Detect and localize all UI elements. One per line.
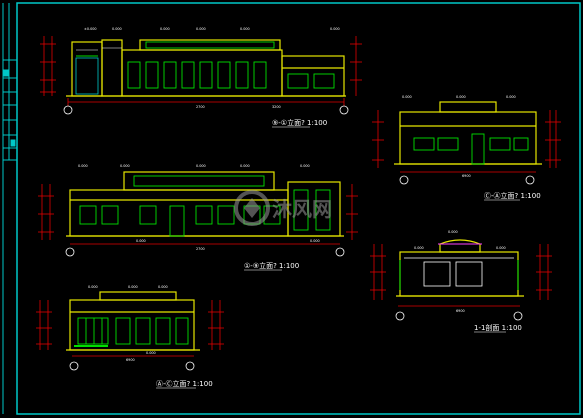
svg-text:0.000: 0.000 (240, 164, 250, 168)
svg-text:0.000: 0.000 (506, 95, 516, 99)
svg-text:6900: 6900 (462, 174, 471, 178)
svg-text:3200: 3200 (272, 105, 281, 109)
svg-text:0.000: 0.000 (414, 246, 424, 250)
svg-text:0.000: 0.000 (112, 27, 122, 31)
svg-text:0.000: 0.000 (240, 27, 250, 31)
title-strip (2, 3, 17, 414)
mufeng-logo-icon (234, 190, 270, 226)
svg-text:0.000: 0.000 (456, 95, 466, 99)
svg-text:0.000: 0.000 (300, 164, 310, 168)
svg-text:0.000: 0.000 (136, 239, 146, 243)
elev-1-title: ⑨-①立面? 1:100 (272, 118, 327, 127)
elevation-4: 0.000 0.000 0.000 6900 0.000 Ⓐ-Ⓒ立面? 1:10… (36, 285, 224, 389)
svg-text:±0.000: ±0.000 (84, 27, 97, 31)
section-title: 1-1剖面 1:100 (474, 323, 522, 332)
elev-4-title: Ⓐ-Ⓒ立面? 1:100 (156, 379, 213, 388)
svg-text:0.000: 0.000 (158, 285, 168, 289)
svg-text:6900: 6900 (456, 309, 465, 313)
svg-text:6900: 6900 (126, 358, 135, 362)
svg-text:0.000: 0.000 (196, 164, 206, 168)
svg-text:2700: 2700 (196, 247, 205, 251)
elevation-2: 0.000 0.000 0.000 6900 Ⓒ-Ⓐ立面? 1:100 (372, 95, 561, 201)
svg-text:0.000: 0.000 (120, 164, 130, 168)
elev-3-title: ①-⑨立面? 1:100 (244, 261, 299, 270)
svg-text:0.000: 0.000 (330, 27, 340, 31)
watermark: 沐风网 (234, 190, 332, 226)
svg-text:2700: 2700 (196, 105, 205, 109)
svg-text:0.000: 0.000 (448, 230, 458, 234)
svg-text:0.000: 0.000 (402, 95, 412, 99)
svg-text:0.000: 0.000 (196, 27, 206, 31)
svg-text:0.000: 0.000 (310, 239, 320, 243)
elev-2-title: Ⓒ-Ⓐ立面? 1:100 (484, 191, 541, 200)
sheet-border (16, 2, 581, 415)
svg-text:0.000: 0.000 (128, 285, 138, 289)
section-1-1: 0.000 0.000 0.000 6900 1-1剖面 1:100 (370, 230, 552, 333)
svg-text:0.000: 0.000 (146, 351, 156, 355)
watermark-text: 沐风网 (272, 197, 332, 221)
svg-text:0.000: 0.000 (78, 164, 88, 168)
svg-text:0.000: 0.000 (160, 27, 170, 31)
elevation-1: ±0.000 0.000 0.000 0.000 0.000 0.000 270… (40, 27, 362, 128)
svg-text:0.000: 0.000 (496, 246, 506, 250)
svg-text:0.000: 0.000 (88, 285, 98, 289)
